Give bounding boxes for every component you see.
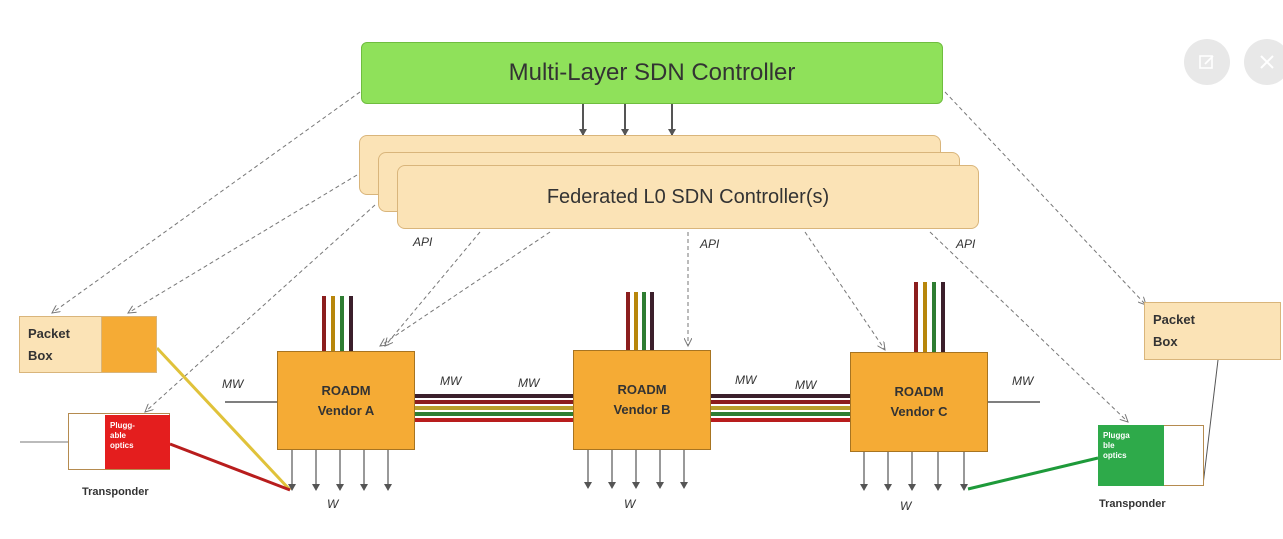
mw-label-3: MW [518, 376, 540, 390]
mw-label-6: MW [1012, 374, 1034, 388]
link-packetA-roadmA [155, 346, 292, 492]
transponder-c-label: Transponder [1099, 498, 1166, 510]
pluggable-a-line1: Plugg- [110, 421, 135, 430]
roadm-c-line1: ROADM [894, 384, 944, 399]
dashed-link-api-roadmA [385, 231, 481, 346]
pluggable-c-line2: ble [1103, 441, 1115, 450]
mw-label-4: MW [735, 373, 757, 387]
roadm-b-line2: Vendor B [613, 402, 671, 417]
dashed-link-api-roadmA2 [380, 231, 551, 346]
packet-box-a-port [101, 317, 156, 372]
pluggable-c-line1: Plugga [1103, 431, 1130, 440]
packet-box-c-line1: Packet [1153, 312, 1195, 327]
packet-box-a: Packet Box [19, 316, 157, 373]
edit-icon [1199, 55, 1214, 69]
packet-box-a-text: Packet Box [28, 323, 70, 367]
transponder-a-label: Transponder [82, 486, 149, 498]
api-label-b: API [700, 237, 720, 251]
pluggable-optics-a: Plugg- able optics [105, 415, 170, 469]
multi-layer-sdn-controller: Multi-Layer SDN Controller [361, 42, 943, 104]
api-label-a: API [413, 235, 433, 249]
close-button[interactable] [1244, 39, 1283, 85]
link-pluggableA-roadmA [169, 442, 291, 492]
packet-box-c: Packet Box [1144, 302, 1281, 360]
federated-l0-sdn-controller: Federated L0 SDN Controller(s) [397, 165, 979, 229]
link-packetC-transC [1202, 359, 1219, 486]
pluggable-a-line3: optics [110, 441, 134, 450]
dashed-link-fed-transA [145, 204, 376, 412]
dashed-link-api-transC [929, 231, 1128, 422]
roadm-vendor-b: ROADM Vendor B [573, 350, 711, 450]
federated-controller-label: Federated L0 SDN Controller(s) [546, 185, 830, 208]
link-pluggableC-roadmC [967, 456, 1099, 491]
packet-box-c-text: Packet Box [1153, 309, 1195, 353]
dashed-link-fed-packetA [128, 174, 358, 313]
roadm-a-line2: Vendor A [317, 402, 375, 418]
close-icon [1260, 55, 1274, 69]
pluggable-optics-c: Plugga ble optics [1098, 425, 1164, 486]
pluggable-c-line3: optics [1103, 451, 1127, 460]
dashed-link-mlc-packetA [52, 91, 361, 313]
w-label-b: W [624, 497, 636, 511]
packet-box-c-line2: Box [1153, 334, 1178, 349]
mw-label-5: MW [795, 378, 817, 392]
packet-box-a-line2: Box [28, 348, 53, 363]
w-label-c: W [900, 499, 912, 513]
packet-box-a-line1: Packet [28, 326, 70, 341]
w-label-a: W [327, 497, 339, 511]
roadm-b-line1: ROADM [617, 382, 667, 397]
multi-layer-controller-label: Multi-Layer SDN Controller [508, 59, 796, 86]
edit-button[interactable] [1184, 39, 1230, 85]
dashed-link-api-roadmC [804, 231, 885, 350]
roadm-a-line1: ROADM [321, 382, 371, 398]
api-label-c: API [956, 237, 976, 251]
pluggable-a-line2: able [110, 431, 127, 440]
roadm-c-line2: Vendor C [890, 404, 948, 419]
mw-label-1: MW [222, 377, 244, 391]
roadm-vendor-c: ROADM Vendor C [850, 352, 988, 452]
roadm-vendor-a: ROADM Vendor A [277, 351, 415, 450]
mw-label-2: MW [440, 374, 462, 388]
